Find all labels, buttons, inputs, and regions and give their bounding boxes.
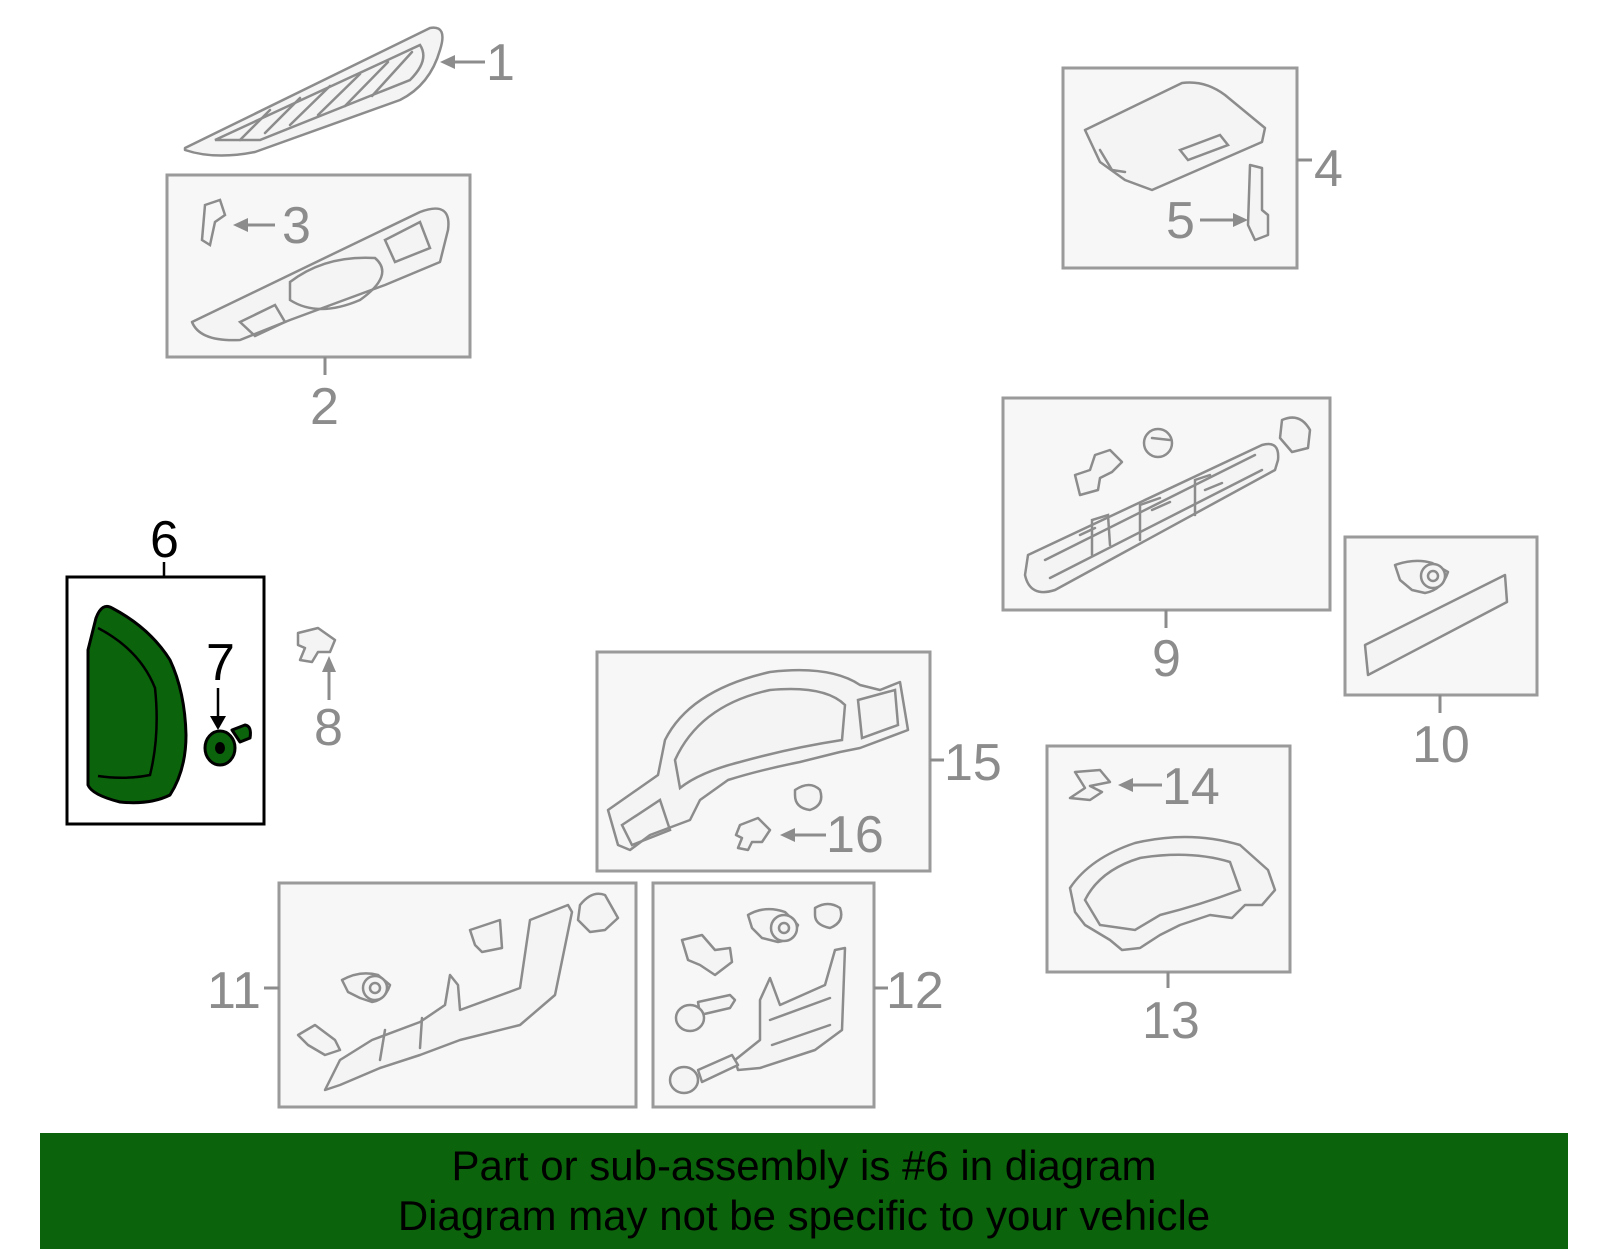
box-13-cluster-case[interactable]: 14 13 [1045,744,1292,1050]
callout-16: 16 [826,806,884,864]
callout-14: 14 [1162,758,1220,816]
callout-6: 6 [150,511,179,569]
box-12-knee-cover[interactable]: 12 [651,881,944,1109]
footer-line-1: Part or sub-assembly is #6 in diagram [451,1142,1157,1189]
part-1-defroster-grille[interactable]: 1 [183,26,515,157]
callout-7: 7 [206,634,235,692]
box-11-lower-cover[interactable]: 11 [207,881,638,1109]
callout-13: 13 [1142,992,1200,1050]
callout-1: 1 [486,34,515,92]
box-15-meter-hood[interactable]: 16 15 [595,650,1002,873]
callout-2: 2 [310,378,339,436]
box-10-trim-strip[interactable]: 10 [1343,535,1539,774]
callout-15: 15 [944,734,1002,792]
part-8-clip[interactable]: 8 [296,626,343,757]
callout-9: 9 [1152,630,1181,688]
box-9-panel[interactable]: 9 [1001,396,1332,688]
callout-3: 3 [282,197,311,255]
callout-11: 11 [207,962,261,1020]
box-4-glove-box[interactable]: 5 4 [1061,66,1343,270]
footer-banner: Part or sub-assembly is #6 in diagram Di… [40,1133,1568,1249]
callout-4: 4 [1314,140,1343,198]
callout-12: 12 [886,962,944,1020]
footer-line-2: Diagram may not be specific to your vehi… [397,1192,1211,1239]
callout-10: 10 [1412,716,1470,774]
box-6-side-cover-highlighted[interactable]: 6 7 [65,511,266,826]
box-2-assembly[interactable]: 3 2 [165,173,472,436]
callout-8: 8 [314,699,343,757]
callout-5: 5 [1166,192,1195,250]
